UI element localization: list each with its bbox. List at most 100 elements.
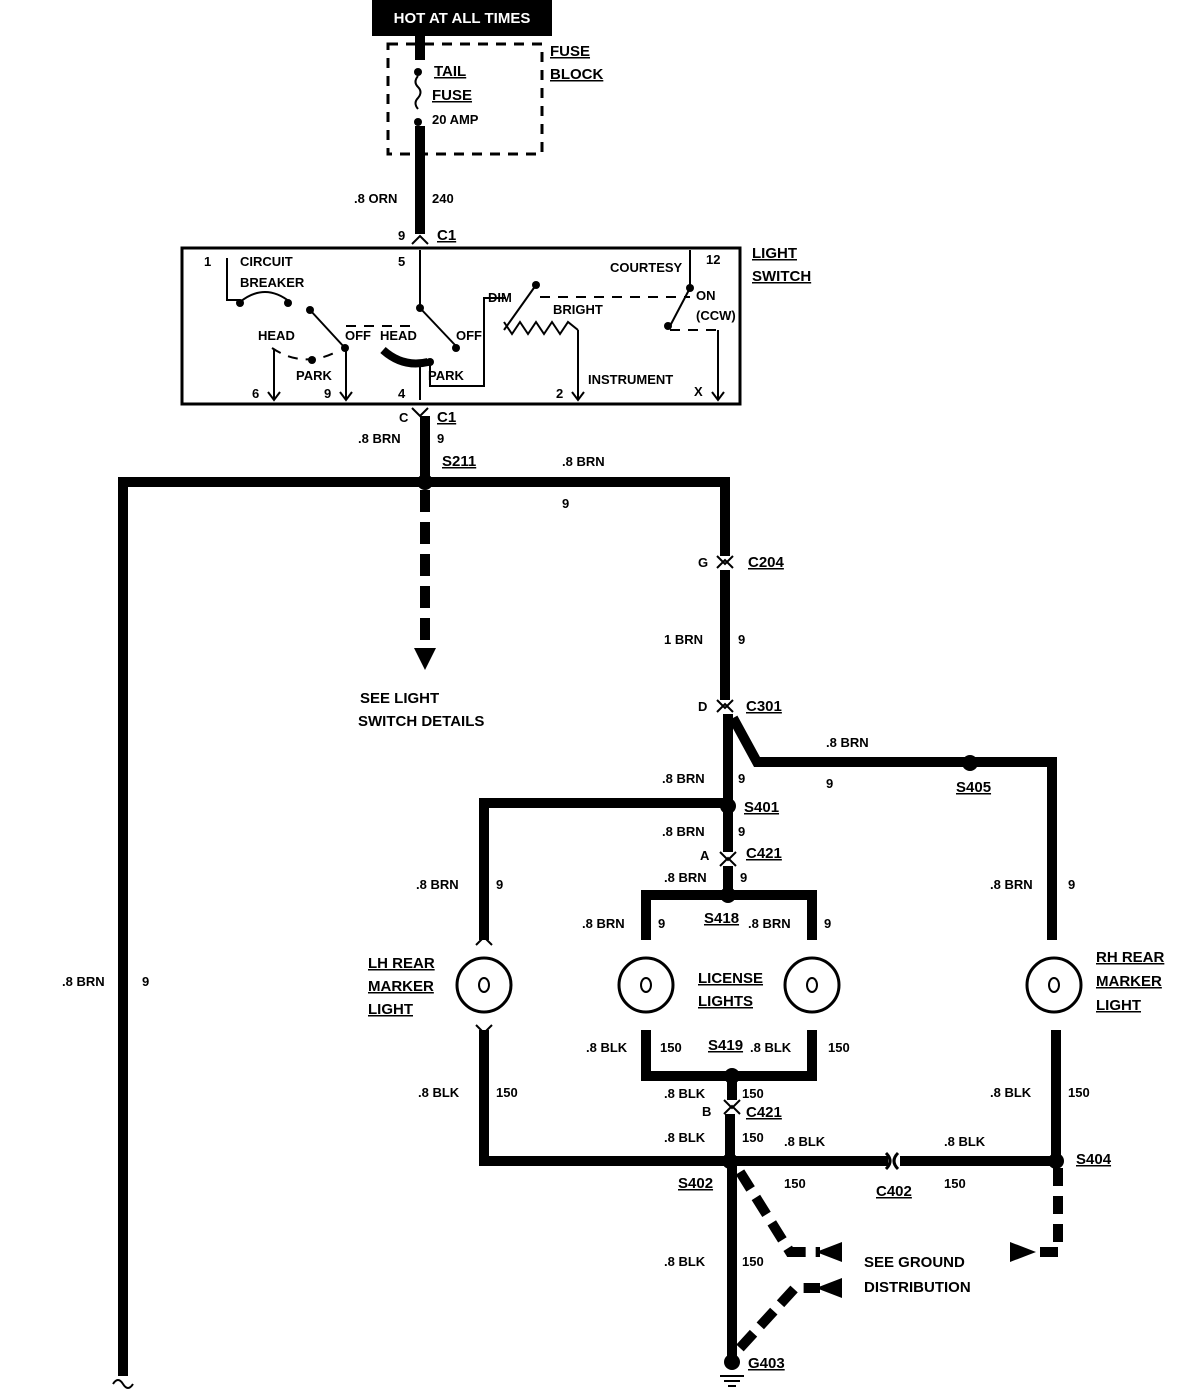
dim-label: DIM — [488, 290, 512, 305]
lh-circ-in: 9 — [496, 877, 503, 892]
rh-title-2: MARKER — [1096, 973, 1162, 990]
rh-circ-in: 9 — [1068, 877, 1075, 892]
light-switch-title-2: SWITCH — [752, 268, 811, 285]
c421b-size: .8 BLK — [664, 1130, 706, 1145]
park-label-2: PARK — [428, 368, 464, 383]
c1-connector-bottom — [411, 407, 429, 418]
license-title-2: LIGHTS — [698, 993, 753, 1010]
lh-title-3: LIGHT — [368, 1001, 413, 1018]
pin-2-arrow — [571, 391, 585, 402]
on-contact — [664, 322, 672, 330]
park-label-1: PARK — [296, 368, 332, 383]
s211-id: S211 — [442, 453, 476, 470]
rh-size-out: .8 BLK — [990, 1085, 1032, 1100]
pin-1: 1 — [204, 254, 211, 269]
c421a-pin: A — [700, 848, 710, 863]
fuse-terminal-top — [414, 68, 422, 76]
feed-circuit: 240 — [432, 191, 454, 206]
s404-splice — [1048, 1153, 1064, 1169]
c421b-id: C421 — [746, 1104, 782, 1121]
rh-marker-bulb-icon — [1025, 956, 1083, 1014]
on-label: ON — [696, 288, 716, 303]
c301-pin: D — [698, 699, 707, 714]
rh-title-1: RH REAR — [1096, 949, 1165, 966]
out-size: .8 BRN — [358, 431, 401, 446]
lic-right-filament — [806, 977, 818, 993]
s405-id: S405 — [956, 779, 991, 796]
pin-9-arrow — [339, 391, 353, 402]
lic-right-gnd-circ: 150 — [828, 1040, 850, 1055]
fuse-label-2: FUSE — [432, 87, 472, 104]
c204-connector — [716, 555, 734, 569]
switch-arm-2 — [419, 307, 456, 346]
courtesy-arm — [669, 287, 691, 327]
pin-x: X — [694, 384, 703, 399]
rheostat-icon — [503, 320, 579, 336]
s405-splice — [962, 755, 978, 771]
ground-symbol-icon — [720, 1375, 744, 1387]
c204-pin: G — [698, 555, 708, 570]
s404-ground-wire — [1030, 1168, 1063, 1257]
lh-circ-out: 150 — [496, 1085, 518, 1100]
s402-size-r: .8 BLK — [784, 1134, 826, 1149]
lic-left-filament — [640, 977, 652, 993]
off-contact-2 — [452, 344, 460, 352]
wire-break-icon — [112, 1379, 134, 1389]
c301-circuit: 9 — [738, 771, 745, 786]
pin-2: 2 — [556, 386, 563, 401]
cb-terminal-b — [284, 299, 292, 307]
light-switch-box — [180, 246, 742, 406]
c204-circuit: 9 — [738, 632, 745, 647]
out-circuit: 9 — [437, 431, 444, 446]
see-ground-1: SEE GROUND — [864, 1254, 965, 1271]
s419-id: S419 — [708, 1037, 743, 1054]
lic-right-gnd-size: .8 BLK — [750, 1040, 792, 1055]
c421b-pin: B — [702, 1104, 711, 1119]
fuse-element-icon — [414, 75, 422, 110]
lh-title-2: MARKER — [368, 978, 434, 995]
c421a-id: C421 — [746, 845, 782, 862]
s402-circ-down: 150 — [742, 1254, 764, 1269]
head-contact-bar — [380, 346, 429, 368]
s211-circuit: 9 — [562, 496, 569, 511]
fuse-amp: 20 AMP — [432, 112, 479, 127]
c402-id: C402 — [876, 1183, 912, 1200]
lh-filament — [478, 977, 490, 993]
feed-connector: C1 — [437, 227, 456, 244]
pin-4: 4 — [398, 386, 406, 401]
c301-id: C301 — [746, 698, 782, 715]
lic-left-circ: 9 — [658, 916, 665, 931]
rh-branch-wire — [728, 715, 1057, 940]
c402-connector — [884, 1151, 900, 1171]
pin-9: 9 — [324, 386, 331, 401]
courtesy-label: COURTESY — [610, 260, 683, 275]
c301-connector — [716, 699, 734, 713]
fuse-block-title-1: FUSE — [550, 43, 590, 60]
s418-id: S418 — [704, 910, 739, 927]
lh-branch-wire — [479, 798, 728, 940]
fuse-block-box — [386, 42, 544, 156]
c421a-size: .8 BRN — [664, 870, 707, 885]
left-run-size: .8 BRN — [62, 974, 105, 989]
switch-arm-1 — [309, 309, 346, 349]
fuse-terminal-bottom — [414, 118, 422, 126]
bright-label: BRIGHT — [553, 302, 603, 317]
pin-12: 12 — [706, 252, 720, 267]
rh-size-in: .8 BRN — [990, 877, 1033, 892]
s405-size: .8 BRN — [826, 735, 869, 750]
s401-size: .8 BRN — [662, 824, 705, 839]
c1-connector-top — [411, 234, 429, 245]
c421a-connector — [719, 851, 737, 867]
c204-id: C204 — [748, 554, 785, 571]
cb-element — [239, 291, 291, 303]
see-switch-2: SWITCH DETAILS — [358, 713, 484, 730]
park-dashed-1 — [271, 347, 335, 361]
pin-x-arrow — [711, 391, 725, 402]
out-pin: C — [399, 410, 409, 425]
license-bulb-right-icon — [783, 956, 841, 1014]
ground-dist-wire-2 — [736, 1283, 820, 1352]
c421b-connector — [723, 1099, 741, 1115]
c301-size: .8 BRN — [662, 771, 705, 786]
lh-size-out: .8 BLK — [418, 1085, 460, 1100]
